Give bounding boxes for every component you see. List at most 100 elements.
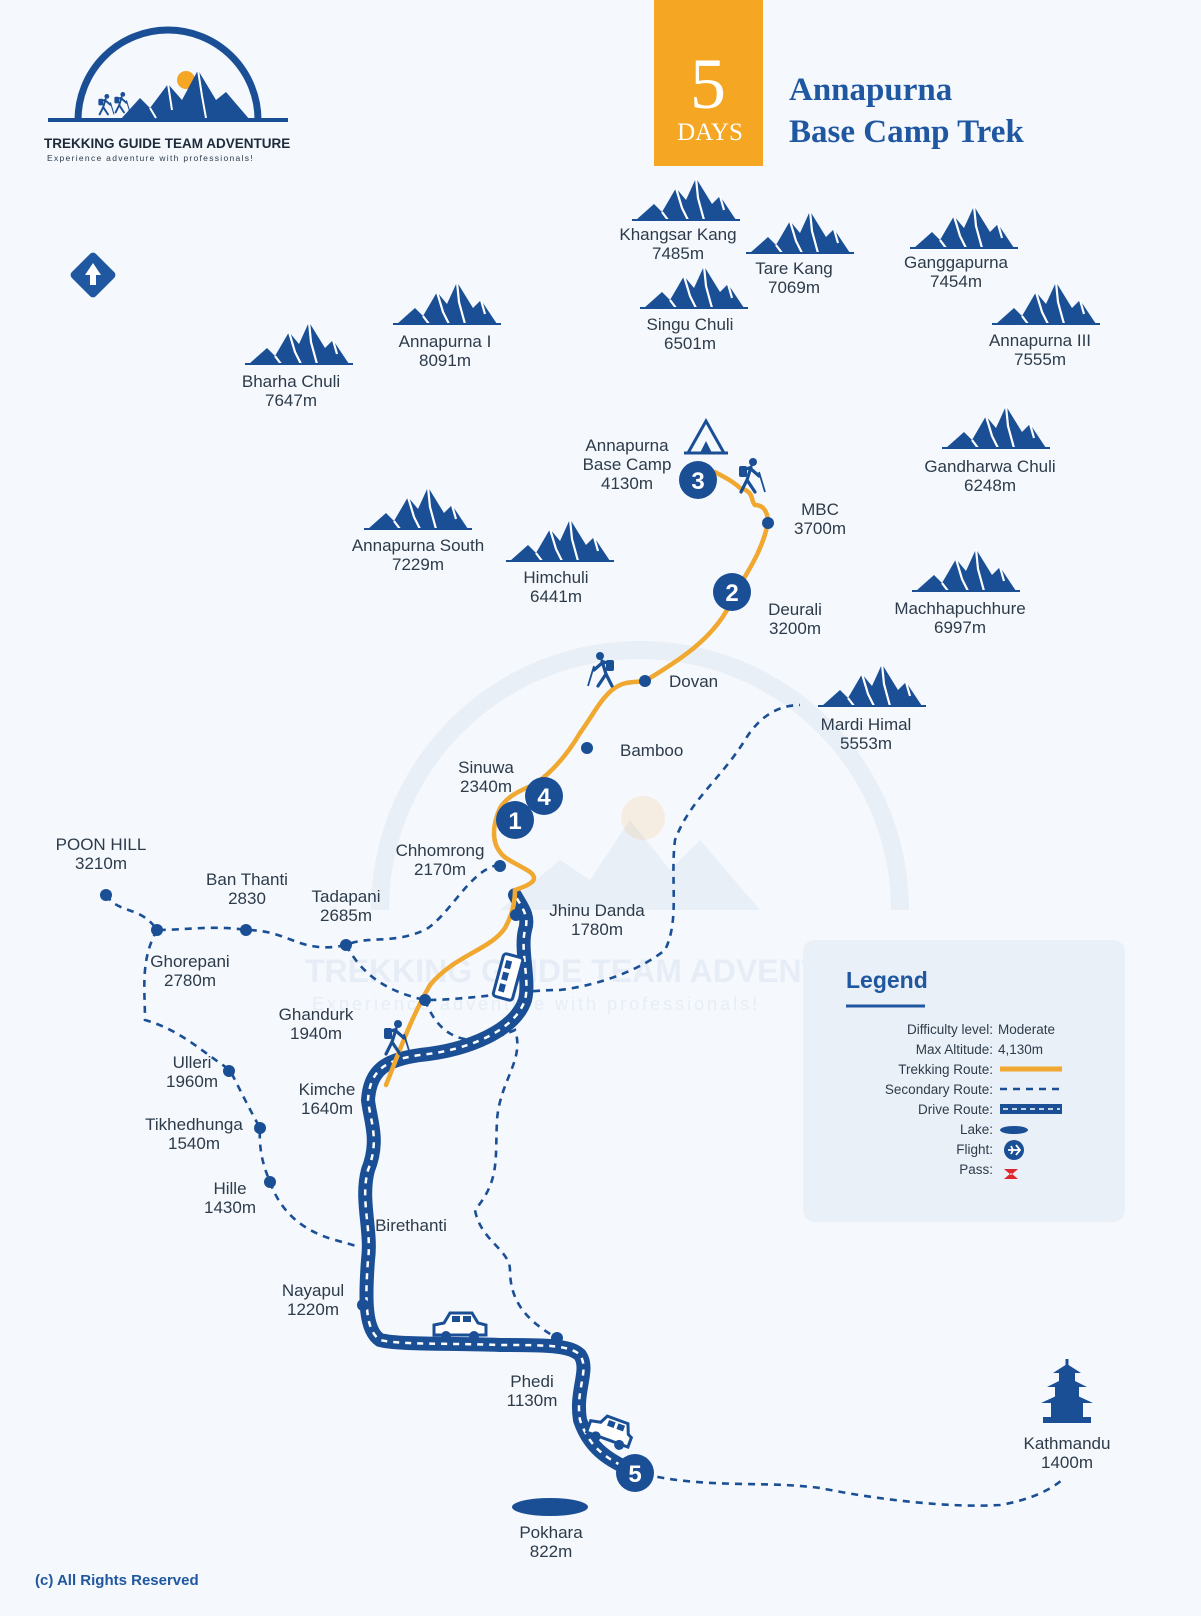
place-label: Kathmandu — [1024, 1434, 1111, 1453]
peak-altitude: 6441m — [530, 587, 582, 606]
peak-altitude: 7454m — [930, 272, 982, 291]
place-labels: Annapurna Base Camp 4130m MBC 3700m Deur… — [56, 436, 1111, 1561]
stop-marker-3: 3 — [679, 461, 717, 499]
svg-text:4: 4 — [537, 784, 551, 811]
peak-label: Mardi Himal — [821, 715, 912, 734]
peak-label: Bharha Chuli — [242, 372, 340, 391]
legend-key: Flight: — [956, 1142, 993, 1157]
place-label: Kimche — [299, 1080, 356, 1099]
peak-altitude: 7229m — [392, 555, 444, 574]
peak-icon — [908, 204, 1020, 250]
svg-text:5: 5 — [628, 1461, 641, 1488]
place-label: Jhinu Danda — [549, 901, 645, 920]
peak-altitude: 7555m — [1014, 350, 1066, 369]
legend: Legend Difficulty level: Max Altitude: T… — [803, 940, 1125, 1222]
peak-label: Machhapuchhure — [894, 599, 1025, 618]
days-unit: DAYS — [677, 119, 743, 146]
peak-label: Ganggapurna — [904, 253, 1009, 272]
place-altitude: 1430m — [204, 1198, 256, 1217]
peak-label: Khangsar Kang — [619, 225, 736, 244]
peak-altitude: 8091m — [419, 351, 471, 370]
trekking-route — [383, 469, 771, 1088]
place-label: Bamboo — [620, 741, 683, 760]
peak-label: Tare Kang — [755, 259, 833, 278]
place-altitude: 3700m — [794, 519, 846, 538]
peak-icon — [940, 404, 1052, 450]
legend-max-altitude-value: 4,130m — [998, 1042, 1043, 1057]
place-altitude: 3200m — [769, 619, 821, 638]
legend-key: Difficulty level: — [907, 1022, 993, 1037]
legend-difficulty-value: Moderate — [998, 1022, 1055, 1037]
legend-key: Pass: — [959, 1162, 993, 1177]
drive-route — [358, 888, 639, 1478]
peak-icon — [990, 280, 1102, 326]
peak-labels: Khangsar Kang 7485m Tare Kang 7069m Gang… — [242, 225, 1091, 753]
peak-icon — [744, 209, 856, 255]
place-altitude: 4130m — [601, 474, 653, 493]
pagoda-icon — [1041, 1359, 1093, 1423]
place-altitude: 1400m — [1041, 1453, 1093, 1472]
place-label: Annapurna — [585, 436, 669, 455]
place-label: Tikhedhunga — [145, 1115, 243, 1134]
stop-markers: 1 2 3 4 5 — [496, 461, 751, 1492]
legend-key: Secondary Route: — [885, 1082, 993, 1097]
place-label: Base Camp — [583, 455, 672, 474]
title-line-1: Annapurna — [789, 72, 952, 108]
place-label: Ulleri — [173, 1053, 212, 1072]
place-altitude: 1220m — [287, 1300, 339, 1319]
place-label: Ghandurk — [279, 1005, 354, 1024]
legend-lake-swatch — [1000, 1126, 1028, 1134]
watermark-tagline: Experience adventure with professionals! — [312, 994, 760, 1014]
place-altitude: 822m — [530, 1542, 573, 1561]
place-altitude: 2780m — [164, 971, 216, 990]
peak-icon — [910, 547, 1022, 593]
place-altitude: 2830 — [228, 889, 266, 908]
legend-key: Max Altitude: — [916, 1042, 993, 1057]
hiker-icon — [737, 456, 767, 494]
place-altitude: 1960m — [166, 1072, 218, 1091]
pass-icon — [1004, 1169, 1018, 1179]
peak-icon — [391, 280, 503, 326]
peak-label: Himchuli — [523, 568, 588, 587]
place-label: Birethanti — [375, 1216, 447, 1235]
place-altitude: 3210m — [75, 854, 127, 873]
jeep-icon — [584, 1414, 634, 1450]
logo-name: TREKKING GUIDE TEAM ADVENTURE — [44, 136, 290, 151]
svg-text:3: 3 — [691, 468, 704, 495]
route-dots — [100, 517, 774, 1344]
peak-altitude: 6997m — [934, 618, 986, 637]
place-label: Sinuwa — [458, 758, 514, 777]
svg-text:2: 2 — [725, 580, 738, 607]
lake-icon — [512, 1498, 588, 1516]
peak-label: Annapurna III — [989, 331, 1091, 350]
copyright: (c) All Rights Reserved — [35, 1572, 199, 1589]
title-line-2: Base Camp Trek — [789, 114, 1024, 150]
tent-icon — [684, 417, 728, 455]
peak-icon — [362, 485, 474, 531]
logo: TREKKING GUIDE TEAM ADVENTURE Experience… — [44, 26, 290, 163]
place-label: Chhomrong — [396, 841, 485, 860]
car-icon — [432, 1311, 488, 1341]
days-number: 5 — [690, 44, 726, 124]
peak-icon — [816, 662, 928, 708]
place-label: POON HILL — [56, 835, 147, 854]
place-altitude: 1940m — [290, 1024, 342, 1043]
place-altitude: 2170m — [414, 860, 466, 879]
place-label: Ghorepani — [150, 952, 229, 971]
peak-label: Singu Chuli — [647, 315, 734, 334]
stop-marker-4: 4 — [525, 777, 563, 815]
place-label: MBC — [801, 500, 839, 519]
peak-icon — [504, 517, 616, 563]
peak-label: Annapurna I — [399, 332, 492, 351]
peak-altitude: 7485m — [652, 244, 704, 263]
peak-icon — [243, 320, 355, 366]
days-badge: 5 DAYS — [654, 0, 763, 166]
peak-icon — [638, 264, 750, 310]
place-label: Hille — [213, 1179, 246, 1198]
stop-marker-5: 5 — [616, 1454, 654, 1492]
place-label: Nayapul — [282, 1281, 344, 1300]
place-altitude: 1780m — [571, 920, 623, 939]
place-altitude: 1540m — [168, 1134, 220, 1153]
peak-label: Annapurna South — [352, 536, 484, 555]
